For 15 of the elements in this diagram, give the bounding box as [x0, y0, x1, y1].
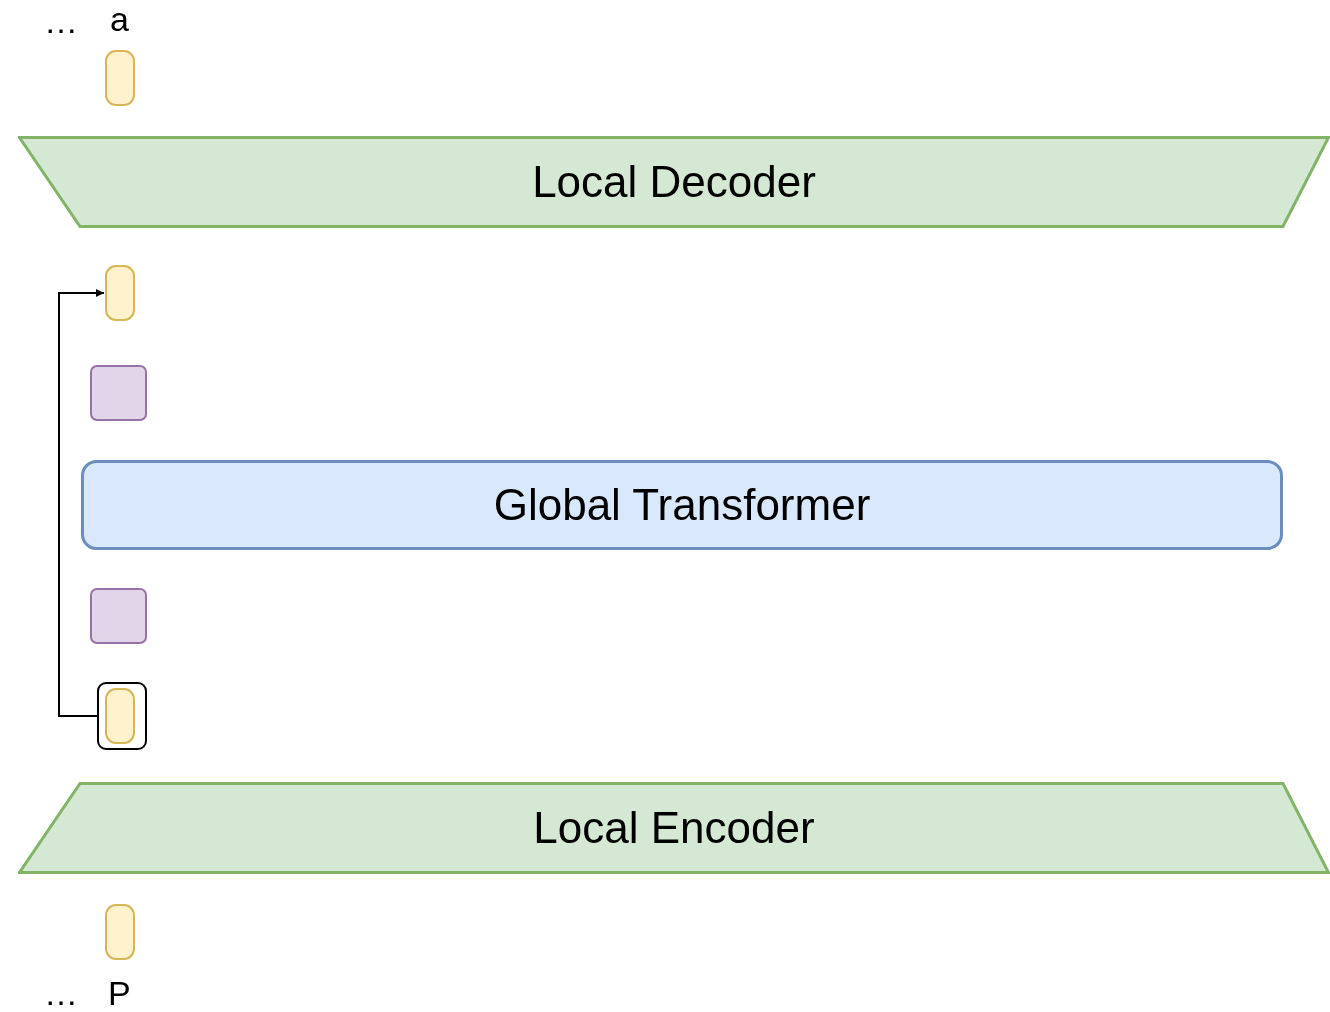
highlight-frame	[97, 682, 147, 750]
token-letter: P	[108, 976, 131, 1010]
token-box	[105, 904, 135, 960]
token-letter: a	[110, 2, 129, 36]
decoder-block: Local Decoder	[18, 136, 1330, 228]
token-box	[105, 688, 135, 744]
token-box	[105, 265, 135, 321]
encoder-block: Local Encoder	[18, 782, 1330, 874]
ellipsis-text: …	[44, 4, 78, 38]
embedding-square	[90, 588, 147, 644]
transformer-block: Global Transformer	[81, 460, 1283, 550]
token-box	[105, 50, 135, 106]
embedding-square	[90, 365, 147, 421]
arrow	[58, 289, 105, 717]
ellipsis-text: …	[44, 976, 78, 1010]
